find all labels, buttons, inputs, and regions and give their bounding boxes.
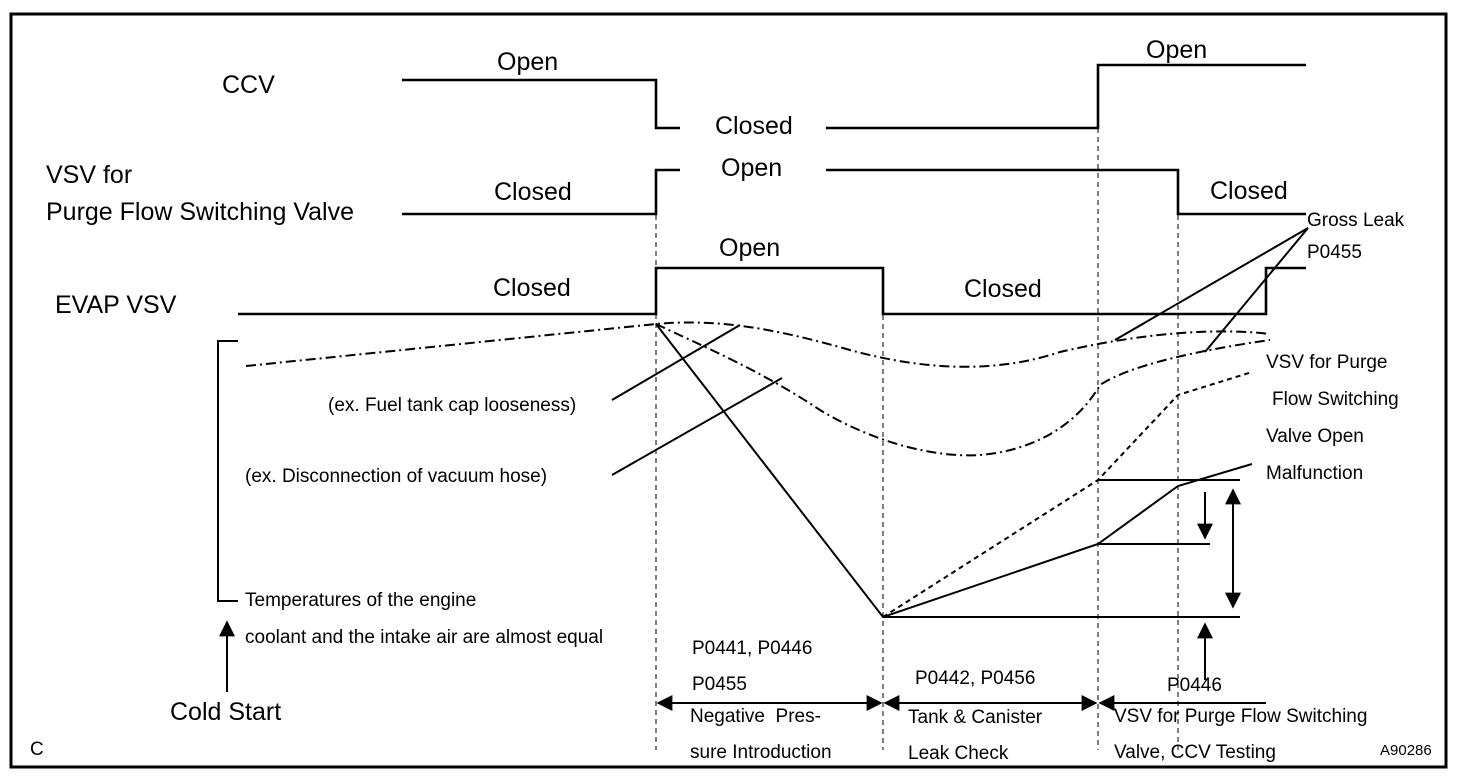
- vsv-purge-label-line1: VSV for: [46, 161, 132, 189]
- vsv-purge-state-closed-2: Closed: [1210, 177, 1288, 205]
- evap-vsv-state-open: Open: [719, 234, 780, 262]
- vsv-malfunction-line2: Flow Switching: [1272, 389, 1399, 410]
- ccv-signal: [402, 63, 1306, 130]
- temperature-bracket: [217, 340, 238, 602]
- vsv-malfunction-line3: Valve Open: [1266, 426, 1364, 447]
- gross-leak-label: Gross Leak: [1307, 210, 1405, 231]
- phase1-name-line1: Negative Pres-: [690, 706, 821, 727]
- vacuum-hose-note: (ex. Disconnection of vacuum hose): [245, 466, 547, 487]
- temperature-note-line2: coolant and the intake air are almost eq…: [245, 627, 603, 648]
- phase1-codes-line2: P0455: [692, 674, 747, 695]
- vsv-purge-signal: [402, 168, 1306, 216]
- temperature-note-line1: Temperatures of the engine: [245, 590, 476, 611]
- phase2-name-line2: Leak Check: [908, 743, 1009, 764]
- vsv-open-malfunction-curve: [882, 371, 1253, 618]
- vsv-malfunction-line4: Malfunction: [1266, 463, 1363, 484]
- ccv-state-closed: Closed: [715, 112, 793, 140]
- vsv-purge-state-closed-1: Closed: [494, 178, 572, 206]
- phase3-name-line1: VSV for Purge Flow Switching: [1114, 706, 1367, 727]
- evap-vsv-label: EVAP VSV: [55, 291, 177, 319]
- vsv-malfunction-line1: VSV for Purge: [1266, 352, 1387, 373]
- diagram-frame: [9, 12, 1448, 769]
- corner-left-mark: C: [30, 739, 44, 760]
- cold-start-label: Cold Start: [170, 698, 281, 726]
- phase-boundaries: [655, 128, 1179, 750]
- reference-lines: [883, 479, 1240, 618]
- ccv-state-open-1: Open: [497, 48, 558, 76]
- phase2-codes: P0442, P0456: [915, 668, 1035, 689]
- small-leak-curve: [655, 323, 1271, 457]
- phase3-name-line2: Valve, CCV Testing: [1114, 742, 1276, 763]
- measurement-arrows: [1197, 488, 1241, 680]
- gross-leak-code: P0455: [1307, 242, 1362, 263]
- leader-lines: [611, 227, 1309, 476]
- figure-code: A90286: [1380, 742, 1432, 759]
- phase2-name-line1: Tank & Canister: [908, 707, 1043, 728]
- phase1-codes-line1: P0441, P0446: [692, 638, 812, 659]
- evap-vsv-signal: [238, 266, 1306, 316]
- vsv-purge-state-open: Open: [721, 154, 782, 182]
- phase1-name-line2: sure Introduction: [690, 742, 832, 763]
- phase3-codes: P0446: [1167, 675, 1222, 696]
- evap-vsv-state-closed-1: Closed: [493, 274, 571, 302]
- normal-pressure-curve: [655, 323, 1253, 619]
- ccv-label: CCV: [222, 71, 275, 99]
- gross-leak-curve: [245, 321, 1271, 368]
- vsv-purge-label-line2: Purge Flow Switching Valve: [46, 198, 354, 226]
- evap-vsv-state-closed-2: Closed: [964, 275, 1042, 303]
- ccv-state-open-2: Open: [1146, 36, 1207, 64]
- fuel-cap-note: (ex. Fuel tank cap looseness): [328, 395, 576, 416]
